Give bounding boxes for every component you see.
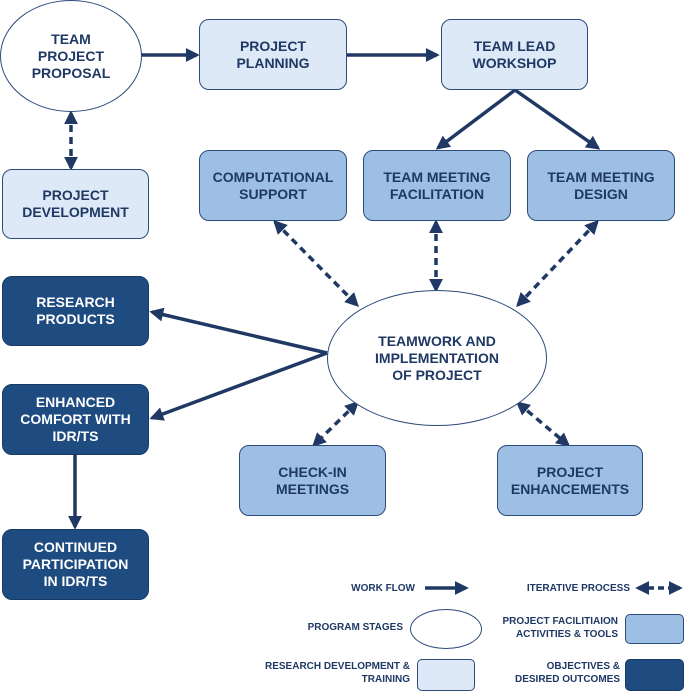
legend-objectives-label: OBJECTIVES & DESIRED OUTCOMES xyxy=(514,661,620,685)
legend-iterative-process-label: ITERATIVE PROCESS xyxy=(526,583,630,594)
legend-work-flow-label: WORK FLOW xyxy=(351,583,415,594)
project-enhancements-node: PROJECT ENHANCEMENTS xyxy=(497,445,643,516)
research-products-node: RESEARCH PRODUCTS xyxy=(2,276,149,346)
arrow-teamwork-to-comfort xyxy=(149,351,328,421)
arrow-teamwork-to-research xyxy=(149,307,328,355)
legend-program-stages-swatch xyxy=(410,609,482,649)
legend-objectives-swatch xyxy=(625,659,684,691)
project-development-node: PROJECT DEVELOPMENT xyxy=(2,169,149,239)
legend-program-stages-label: PROGRAM STAGES xyxy=(307,622,403,633)
arrow-workshop-to-design xyxy=(513,88,601,150)
team-lead-workshop-node: TEAM LEAD WORKSHOP xyxy=(441,19,588,90)
team-meeting-facilitation-node: TEAM MEETING FACILITATION xyxy=(363,150,511,221)
arrow-workshop-to-facilitation xyxy=(435,88,517,150)
iterative-teamwork-checkin xyxy=(311,401,360,447)
team-meeting-design-node: TEAM MEETING DESIGN xyxy=(527,150,675,221)
legend-research-development-label: RESEARCH DEVELOPMENT & TRAINING xyxy=(264,661,410,685)
iterative-teamwork-enhancements xyxy=(515,401,571,447)
computational-support-node: COMPUTATIONAL SUPPORT xyxy=(199,150,347,221)
legend-research-development-swatch xyxy=(417,659,475,691)
iterative-computational-teamwork xyxy=(273,220,359,307)
project-planning-node: PROJECT PLANNING xyxy=(199,19,347,90)
continued-participation-node: CONTINUED PARTICIPATION IN IDR/TS xyxy=(2,529,149,600)
teamwork-implementation-node: TEAMWORK AND IMPLEMENTATION OF PROJECT xyxy=(327,290,547,426)
iterative-design-teamwork xyxy=(516,219,599,308)
legend-facilitation-label: PROJECT FACILITIAION ACTIVITIES & TOOLS xyxy=(502,616,618,640)
enhanced-comfort-node: ENHANCED COMFORT WITH IDR/TS xyxy=(2,384,149,455)
legend-facilitation-swatch xyxy=(625,614,684,644)
team-project-proposal-node: TEAM PROJECT PROPOSAL xyxy=(0,0,142,112)
check-in-meetings-node: CHECK-IN MEETINGS xyxy=(239,445,386,516)
